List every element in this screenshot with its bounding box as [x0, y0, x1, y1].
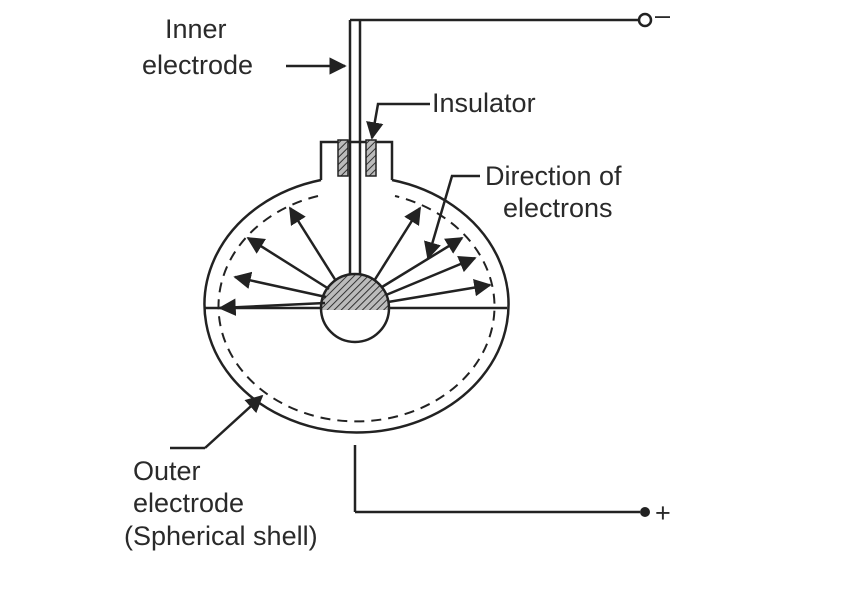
- inner-electrode-label-line2: electrode: [142, 50, 253, 80]
- outer-electrode-pointer-arrow: [204, 394, 264, 449]
- outer-electrode-label-line1: Outer: [133, 456, 201, 486]
- electron-arrow: [381, 236, 464, 289]
- insulator-plug: [337, 139, 377, 177]
- electron-arrow: [218, 298, 326, 316]
- outer-electrode-label-line3: (Spherical shell): [124, 521, 318, 551]
- positive-terminal: [640, 507, 650, 517]
- outer-electrode-label-line2: electrode: [133, 488, 244, 518]
- electron-arrows: [218, 206, 492, 316]
- electron-arrow: [385, 255, 477, 297]
- outer-shell: [203, 178, 510, 434]
- inner-electrode-ball: [319, 272, 391, 344]
- inner-electrode-rod: [348, 18, 640, 282]
- direction-pointer: [424, 174, 480, 260]
- electron-arrow: [246, 236, 330, 291]
- negative-terminal-sign: –: [655, 0, 670, 30]
- direction-label-line1: Direction of: [485, 161, 622, 191]
- shell-neck: [319, 140, 394, 180]
- insulator-label: Insulator: [432, 88, 536, 118]
- positive-terminal-sign: +: [655, 498, 671, 528]
- electron-arrow: [288, 206, 338, 282]
- negative-terminal: [637, 12, 653, 28]
- electron-arrow: [233, 271, 327, 299]
- electron-arrow: [372, 206, 422, 282]
- positive-lead: [353, 445, 640, 514]
- direction-label-line2: electrons: [503, 193, 613, 223]
- electron-arrow: [387, 278, 492, 304]
- insulator-pointer: [366, 102, 430, 140]
- inner-electrode-label-line1: Inner: [165, 14, 227, 44]
